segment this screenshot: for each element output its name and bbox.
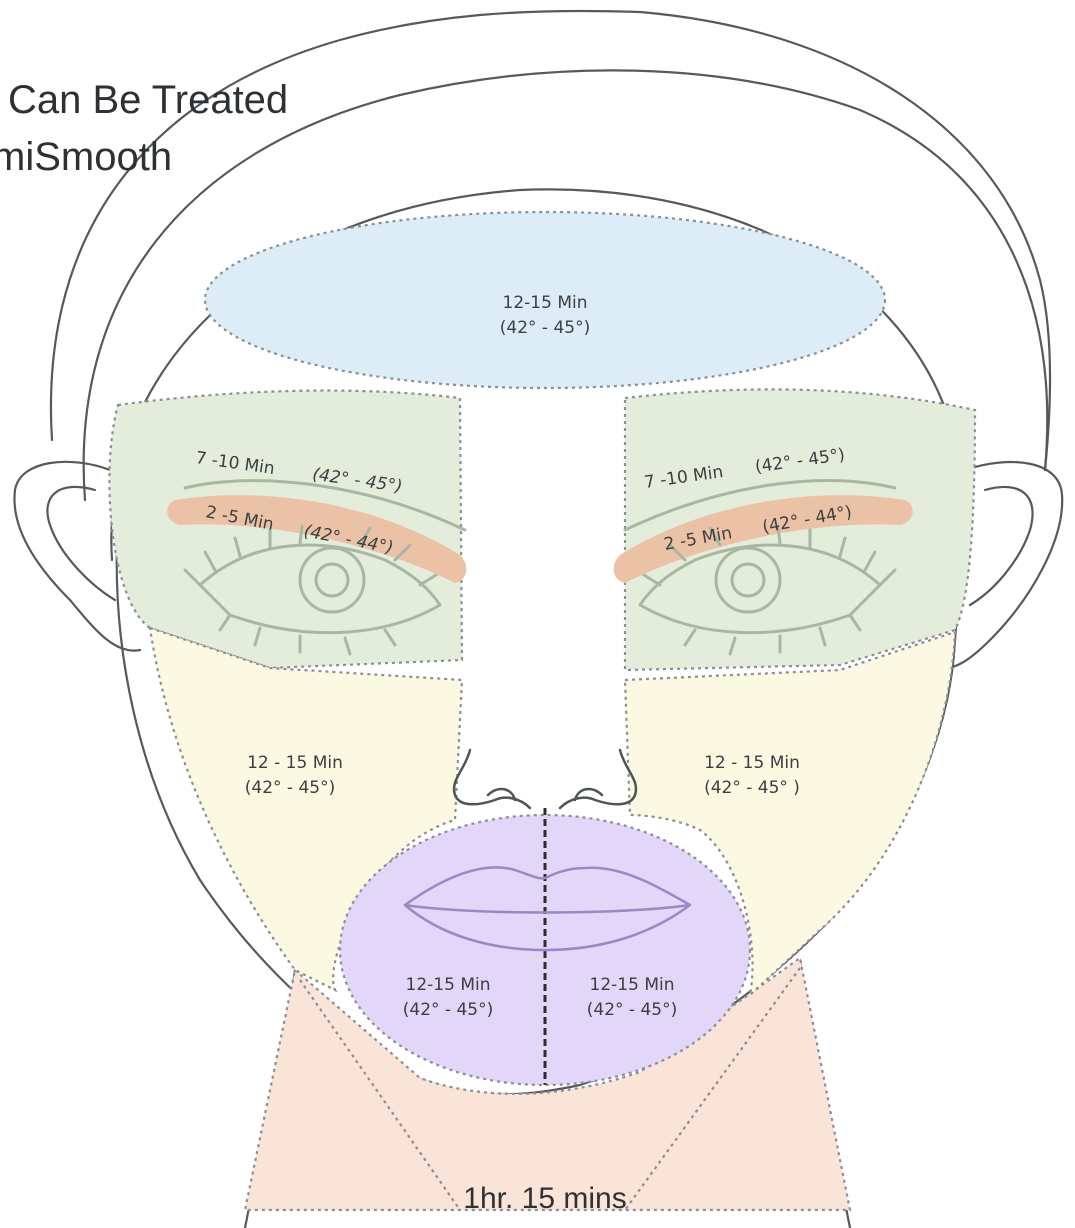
left-cheek-time: 12 - 15 Min [247, 753, 343, 773]
left-ear-inner [47, 487, 115, 600]
total-time: 1hr. 15 mins [463, 1182, 626, 1215]
forehead-temp: (42° - 45°) [500, 318, 590, 338]
right-mouth-temp: (42° - 45°) [587, 1000, 677, 1020]
left-mouth-temp: (42° - 45°) [403, 1000, 493, 1020]
right-cheek-temp: (42° - 45° ) [704, 778, 800, 798]
title-line-2: miSmooth [0, 135, 172, 179]
right-ear-inner [970, 487, 1033, 605]
title-line-1: Can Be Treated [8, 78, 288, 122]
right-cheek-time: 12 - 15 Min [704, 753, 800, 773]
nose [454, 750, 636, 808]
left-cheek-temp: (42° - 45°) [245, 778, 335, 798]
right-mouth-time: 12-15 Min [590, 975, 675, 995]
forehead-time: 12-15 Min [503, 293, 588, 313]
left-mouth-time: 12-15 Min [406, 975, 491, 995]
